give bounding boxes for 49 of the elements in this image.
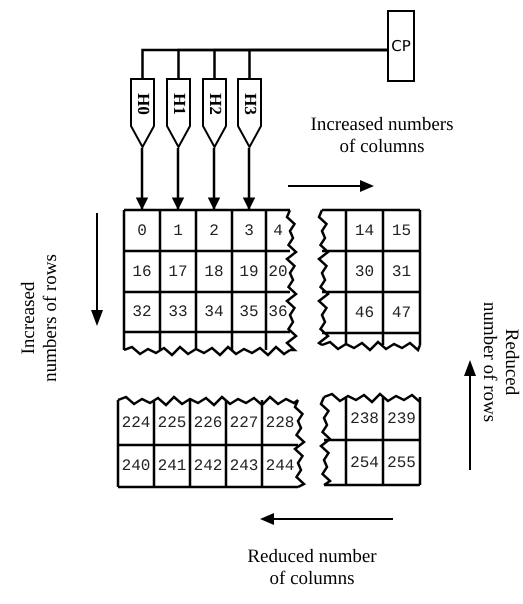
arrow (136, 148, 148, 210)
cell-number: 35 (238, 302, 260, 323)
arrow (208, 148, 220, 210)
memory-cell: 3 (232, 210, 266, 251)
cell-number: 34 (203, 302, 225, 323)
cell-number: 254 (349, 452, 380, 474)
cell-number: 224 (120, 412, 152, 434)
cell-number: 244 (264, 456, 296, 477)
cell-number: 19 (238, 262, 260, 282)
head-pentagon: H2 (202, 78, 227, 148)
direction-label: Reduced number of rows (478, 300, 522, 424)
cell-number: 227 (228, 412, 260, 434)
arrow (242, 148, 256, 210)
cell-number: 239 (386, 408, 417, 430)
bus-line (248, 48, 387, 78)
processor-box: CP (387, 10, 415, 82)
cell-number: 32 (131, 302, 153, 323)
cell-number: 17 (167, 262, 189, 282)
cell-number: 46 (354, 302, 376, 324)
cell-number: 30 (354, 262, 376, 282)
cell-number: 36 (267, 302, 289, 323)
arrow (172, 148, 184, 210)
head-pentagon: H0 (130, 78, 155, 148)
cell-number: 243 (228, 456, 260, 477)
cell-number: 16 (131, 262, 153, 282)
cell-number: 15 (390, 220, 412, 242)
cell-number: 14 (354, 220, 376, 242)
direction-label: Increased numbers of rows (18, 253, 62, 383)
cell-number: 225 (156, 412, 188, 434)
memory-cell: 0 (124, 210, 160, 251)
cell-number: 228 (264, 412, 296, 434)
cell-number: 242 (192, 456, 224, 477)
cell-number: 47 (390, 302, 412, 324)
cell-number: 255 (386, 452, 417, 474)
cell-number: 238 (349, 408, 380, 430)
cell-number: 226 (192, 412, 224, 434)
memory-cell: 2 (196, 210, 232, 251)
cell-number: 33 (167, 302, 189, 323)
head-pentagon: H1 (166, 78, 191, 148)
direction-label: Increased numbers of columns (310, 114, 454, 158)
cell-number: 18 (203, 262, 225, 282)
cell-number: 20 (267, 262, 289, 282)
direction-label: Reduced number of columns (246, 546, 378, 590)
cell-number: 240 (120, 456, 152, 477)
cell-number: 4 (272, 220, 284, 242)
cell-number: 31 (390, 262, 412, 282)
head-pentagon: H3 (237, 78, 262, 148)
cell-number: 241 (156, 456, 188, 477)
memory-cell: 1 (160, 210, 196, 251)
